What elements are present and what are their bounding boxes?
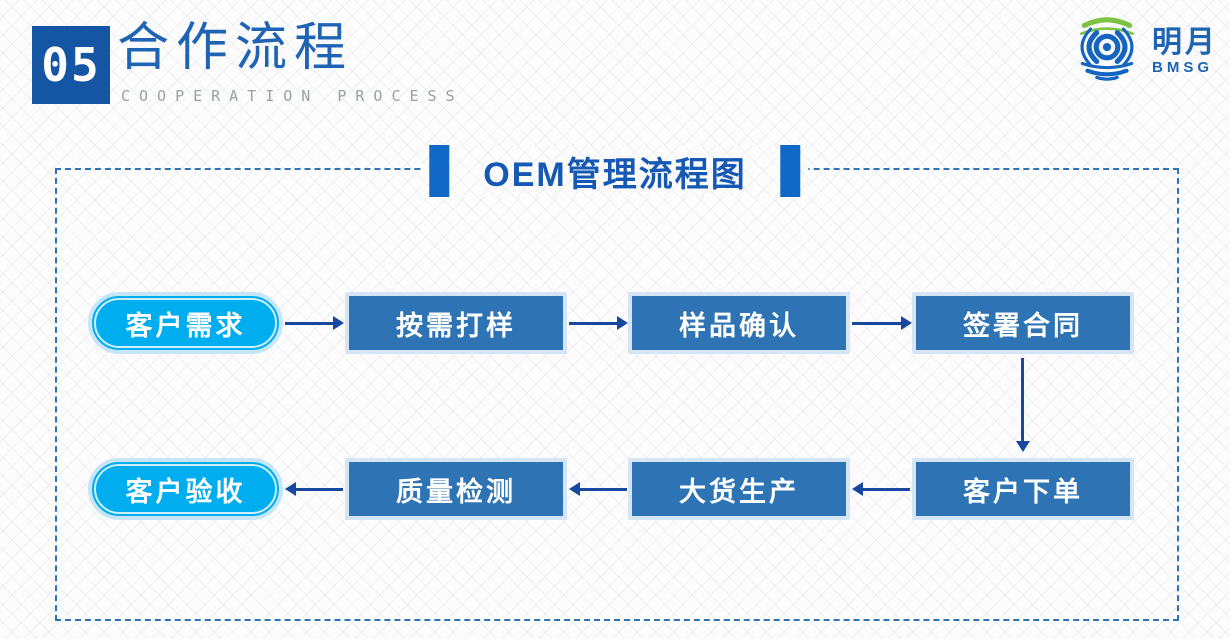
flow-node-label: 客户需求 — [125, 310, 246, 341]
diagram-title: OEM管理流程图 — [483, 155, 747, 194]
page-title: 合作流程 — [117, 18, 354, 78]
diagram-title-group: OEM管理流程图 — [421, 145, 808, 197]
flowchart-frame — [55, 168, 1179, 621]
brand-name-en: BMSG — [1152, 58, 1213, 76]
flow-node-sample-confirmation: 样品确认 — [628, 292, 850, 354]
arrow-left-icon — [285, 482, 343, 496]
flow-node-label: 客户验收 — [125, 476, 246, 507]
brand-name-cn: 明月 — [1152, 26, 1218, 59]
flow-node-bulk-production: 大货生产 — [628, 458, 850, 520]
brand-text: 明月 BMSG — [1152, 27, 1218, 76]
flow-node-label: 样品确认 — [679, 310, 799, 341]
flow-node-label: 客户下单 — [963, 476, 1083, 507]
title-accent-bar-right — [780, 145, 801, 197]
flow-node-sign-contract: 签署合同 — [912, 292, 1134, 354]
flow-node-label: 质量检测 — [396, 476, 516, 507]
flow-node-quality-inspection: 质量检测 — [345, 458, 567, 520]
flow-node-customer-acceptance: 客户验收 — [88, 458, 283, 520]
flow-node-customer-demand: 客户需求 — [88, 292, 283, 354]
arrow-left-icon — [852, 482, 910, 496]
title-accent-bar-left — [429, 145, 450, 197]
flow-node-label: 按需打样 — [396, 310, 516, 341]
brand-globe-logo-icon — [1080, 17, 1134, 81]
arrow-right-icon — [852, 316, 912, 330]
flow-node-customer-order: 客户下单 — [912, 458, 1134, 520]
arrow-down-icon — [1015, 358, 1030, 452]
section-number-badge: 05 — [32, 26, 110, 104]
arrow-right-icon — [569, 316, 628, 330]
flow-node-label: 签署合同 — [963, 310, 1083, 341]
page-subtitle: COOPERATION PROCESS — [121, 87, 464, 105]
flow-node-label: 大货生产 — [679, 476, 799, 507]
section-number: 05 — [41, 38, 101, 92]
flow-node-sampling-on-demand: 按需打样 — [345, 292, 567, 354]
arrow-left-icon — [569, 482, 627, 496]
arrow-right-icon — [285, 316, 344, 330]
